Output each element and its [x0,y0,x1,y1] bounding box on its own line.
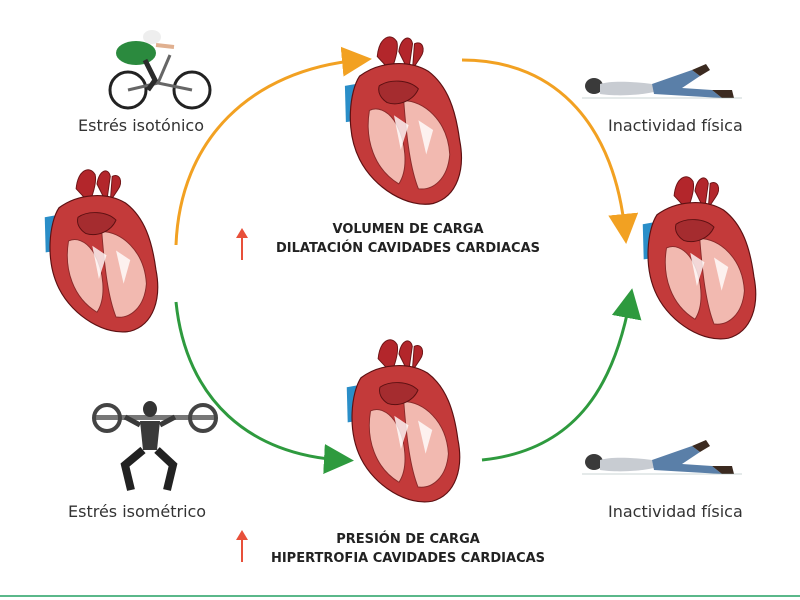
cyclist-icon [108,30,212,110]
pressure-load-title: PRESIÓN DE CARGA [336,532,480,547]
heart-icon [346,339,461,503]
increase-arrow-icon [236,228,248,260]
isotonic-upper-arrow [174,46,372,246]
pressure-load-caption: PRESIÓN DE CARGA HIPERTROFIA CAVIDADES C… [258,530,558,568]
heart-icon [642,176,757,340]
inactivity-label-top: Inactividad física [608,116,743,135]
heart-icon [344,36,463,205]
heart-icon [44,169,159,333]
isometric-lower-arrow [174,301,354,474]
pressure-load-subtitle: HIPERTROFIA CAVIDADES CARDIACAS [270,551,546,566]
isotonic-to-inactivity-arrow [461,58,639,244]
volume-load-title: VOLUMEN DE CARGA [332,222,484,237]
weightlifter-icon [92,401,218,491]
volume-load-subtitle: DILATACIÓN CAVIDADES CARDIACAS [275,241,540,256]
increase-arrow-icon [236,530,248,562]
isometric-to-inactivity-arrow [481,288,642,462]
resting-person-icon [581,439,743,475]
resting-person-icon [581,63,743,99]
bottom-divider [0,595,800,597]
isometric-stress-label: Estrés isométrico [68,502,207,521]
inactivity-label-bottom: Inactividad física [608,502,743,521]
volume-load-caption: VOLUMEN DE CARGA DILATACIÓN CAVIDADES CA… [258,220,558,258]
isotonic-stress-label: Estrés isotónico [78,116,205,135]
